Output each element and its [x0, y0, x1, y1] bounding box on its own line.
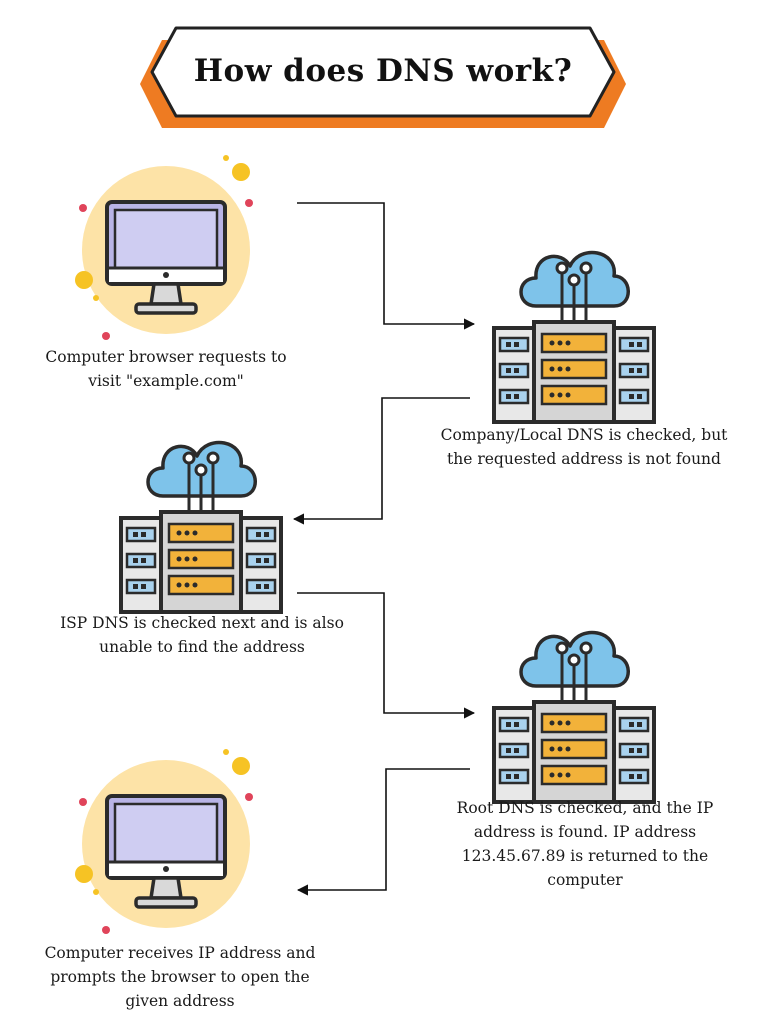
step-caption: Computer receives IP address and prompts… — [44, 944, 316, 1010]
step-caption: Computer browser requests to visit "exam… — [45, 348, 287, 390]
arrow-connector — [292, 397, 470, 525]
arrow-connector — [297, 592, 476, 719]
computer-icon — [73, 153, 255, 342]
step-caption: Root DNS is checked, and the IP address … — [456, 799, 714, 889]
dns-server-icon — [492, 250, 656, 424]
step-caption: Company/Local DNS is checked, but the re… — [440, 426, 728, 468]
arrow-connector — [297, 202, 476, 330]
dns-server-icon — [492, 630, 656, 804]
step-caption: ISP DNS is checked next and is also unab… — [60, 614, 344, 656]
dns-server-icon — [119, 440, 283, 614]
arrow-connector — [296, 768, 470, 896]
page-title: How does DNS work? — [193, 53, 573, 89]
computer-icon — [73, 747, 255, 936]
title-banner — [140, 26, 626, 128]
